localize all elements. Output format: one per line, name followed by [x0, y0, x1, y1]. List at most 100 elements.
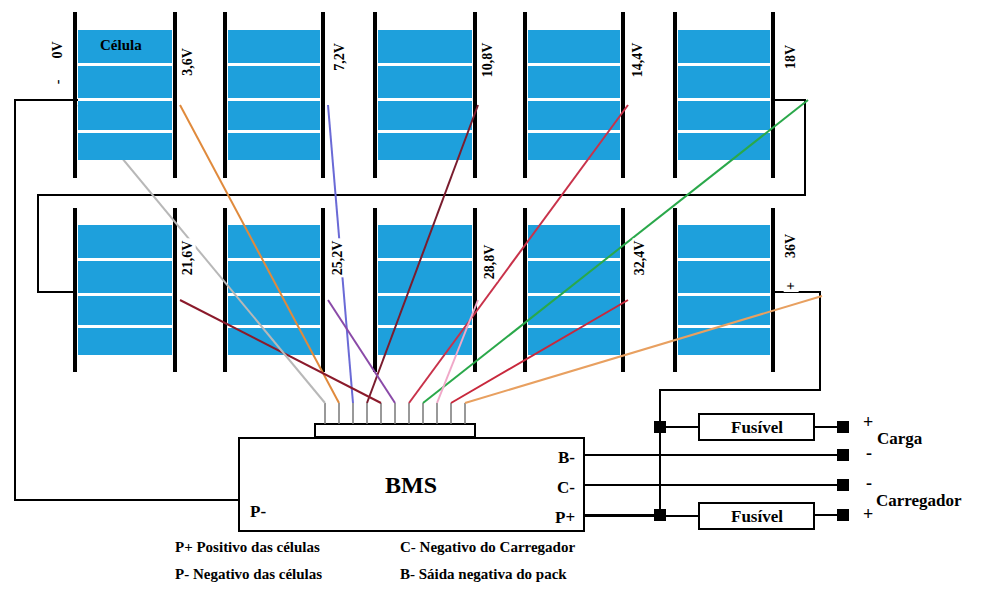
key-note: P+ Positivo das células: [175, 540, 320, 556]
voltage-label: +: [784, 280, 799, 292]
bms-box: BMS P- B- C- P+: [238, 437, 585, 532]
wire-connector: [585, 427, 698, 515]
balance-wire: [437, 300, 478, 403]
terminal-label: Carregador: [876, 492, 962, 510]
connector-pin: [380, 403, 382, 424]
connector-pin: [408, 403, 410, 424]
node-title: Fusível: [731, 508, 783, 525]
battery-cell: [78, 225, 172, 355]
node-title: Fusível: [731, 419, 783, 436]
balance-wire: [328, 300, 395, 403]
voltage-label: 28,8V: [483, 243, 498, 282]
voltage-label: 25,2V: [331, 239, 346, 278]
connector-pin: [422, 403, 424, 424]
cell-terminal-bar: [771, 208, 775, 372]
connector-pin: [366, 403, 368, 424]
voltage-label: 21,6V: [181, 239, 196, 278]
battery-cell: [528, 30, 620, 160]
cell-terminal-bar: [621, 208, 625, 372]
cell-stripe: [678, 130, 770, 133]
battery-cell: Célula: [78, 30, 172, 160]
balance-wire: [465, 296, 822, 403]
balance-wire: [328, 105, 353, 403]
cell-stripe: [228, 63, 320, 66]
key-note: C- Negativo do Carregador: [400, 540, 575, 556]
terminal-label: -: [866, 444, 872, 463]
cell-stripe: [78, 293, 172, 296]
cell-terminal-bar: [173, 208, 177, 372]
terminal-square: [837, 509, 849, 521]
terminal-square: [837, 479, 849, 491]
cell-terminal-bar: [673, 12, 677, 178]
cell-stripe: [678, 98, 770, 101]
cell-terminal-bar: [473, 208, 477, 372]
balance-wire: [367, 105, 478, 403]
voltage-label: 0V: [51, 39, 66, 60]
cell-terminal-bar: [173, 12, 177, 178]
connector-pin: [324, 403, 326, 424]
cell-stripe: [378, 98, 472, 101]
cell-terminal-bar: [473, 12, 477, 178]
c-minus-wire: [585, 484, 843, 486]
voltage-label: 36V: [784, 232, 799, 260]
cell-stripe: [528, 293, 620, 296]
cell-terminal-bar: [771, 12, 775, 178]
cell-stripe: [678, 293, 770, 296]
cell-stripe: [228, 98, 320, 101]
terminal-label: Carga: [877, 430, 922, 448]
cell-terminal-bar: [373, 12, 377, 178]
cell-stripe: [228, 325, 320, 328]
node-title: BMS: [385, 473, 437, 497]
battery-cell: [378, 30, 472, 160]
cell-stripe: [228, 258, 320, 261]
connector-pin: [352, 403, 354, 424]
connector-pin: [464, 403, 466, 424]
pin-name: P-: [250, 503, 266, 520]
cell-terminal-bar: [621, 12, 625, 178]
cell-terminal-bar: [321, 12, 325, 178]
node-title: Célula: [100, 38, 142, 53]
cell-stripe: [78, 325, 172, 328]
key-note: P- Negativo das células: [175, 567, 322, 583]
key-note: B- Sáida negativa do pack: [400, 567, 567, 583]
cell-stripe: [228, 130, 320, 133]
voltage-label: -: [51, 78, 66, 87]
terminal-label: +: [863, 413, 873, 432]
cell-stripe: [378, 325, 472, 328]
balance-wire: [180, 105, 339, 403]
voltage-label: 18V: [784, 43, 799, 71]
terminal-label: +: [863, 505, 873, 524]
cell-stripe: [378, 258, 472, 261]
fuse-box: Fusível: [698, 413, 815, 441]
cell-stripe: [528, 63, 620, 66]
cell-stripe: [528, 98, 620, 101]
battery-cell: [228, 225, 320, 355]
cell-stripe: [678, 63, 770, 66]
pack-positive-wire: [660, 292, 820, 515]
connector-pin: [394, 403, 396, 424]
cell-terminal-bar: [523, 208, 527, 372]
cell-terminal-bar: [673, 208, 677, 372]
pin-name: C-: [557, 479, 575, 496]
balance-wire: [409, 105, 628, 403]
cell-terminal-bar: [523, 12, 527, 178]
pin-name: P+: [555, 509, 575, 526]
battery-cell: [528, 225, 620, 355]
wire-connector: [585, 515, 698, 517]
cell-stripe: [228, 293, 320, 296]
pin-name: B-: [558, 449, 575, 466]
terminal-square: [837, 449, 849, 461]
cell-stripe: [78, 130, 172, 133]
connector-pin: [436, 403, 438, 424]
connector-pin: [450, 403, 452, 424]
cell-stripe: [678, 258, 770, 261]
voltage-label: 32,4V: [633, 239, 648, 278]
cell-terminal-bar: [373, 208, 377, 372]
cell-terminal-bar: [73, 12, 77, 178]
b-minus-wire: [585, 454, 843, 456]
voltage-label: 7,2V: [333, 41, 348, 73]
cell-terminal-bar: [223, 12, 227, 178]
voltage-label: 14,4V: [631, 41, 646, 80]
cell-terminal-bar: [73, 208, 77, 372]
